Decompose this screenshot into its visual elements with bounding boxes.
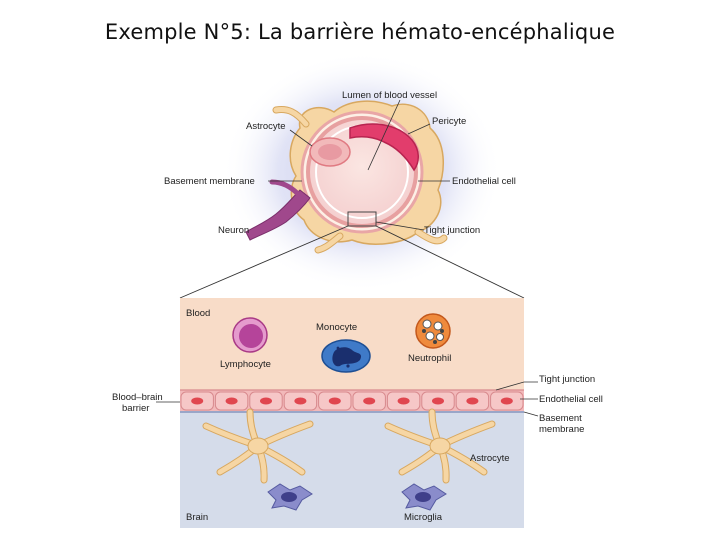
endothelial-nucleus [225,397,238,405]
lymphocyte-cell [232,317,268,353]
label-monocyte: Monocyte [316,322,357,333]
endothelial-nucleus [260,397,272,405]
endothelial-cells [180,391,524,411]
label-basement-membrane-top: Basement membrane [164,176,255,187]
label-endothelial-right: Endothelial cell [539,394,603,405]
endothelial-nucleus [397,397,410,405]
label-pericyte: Pericyte [432,116,466,127]
label-brain: Brain [186,512,208,523]
label-neuron: Neuron [218,225,249,236]
slide-title: Exemple N°5: La barrière hémato-encéphal… [104,20,616,44]
label-tight-junction-top: Tight junction [424,225,480,236]
microglia-left [267,483,313,511]
label-bbb-line2: barrier [122,403,149,414]
astrocyte-cell [384,408,496,484]
tight-junction-box [347,211,377,227]
neuron [245,189,311,241]
endothelial-nucleus [191,397,204,405]
endothelial-nucleus [363,397,376,405]
vessel-cross-section [222,52,502,292]
monocyte-cell [321,339,371,373]
label-astrocyte-top: Astrocyte [246,121,286,132]
label-basement-right-line1: Basement [539,413,582,424]
top-labels: Lumen of blood vessel Astrocyte Pericyte… [164,90,516,236]
endothelial-nucleus [466,397,479,405]
zoom-lines [179,225,525,299]
endothelial-nucleus [500,397,513,405]
label-microglia: Microglia [404,512,443,523]
label-neutrophil: Neutrophil [408,353,451,364]
astrocyte-cell [202,408,314,484]
label-lumen: Lumen of blood vessel [342,90,437,101]
microglia-right [401,483,447,511]
neutrophil-cell [415,313,451,349]
endothelial-nucleus [432,397,444,405]
right-labels: Tight junction Endothelial cell Basement… [495,374,603,435]
label-basement-right-line2: membrane [539,424,584,435]
label-astrocyte-bottom: Astrocyte [470,453,510,464]
pericyte [349,123,419,172]
endothelial-nucleus [294,397,307,405]
barrier-detail: Blood Monocyte Lymphocyte Neutrophil Ast… [112,298,524,528]
endothelial-nucleus [328,397,341,405]
label-tight-junction-right: Tight junction [539,374,595,385]
astrocytes [202,408,496,484]
label-bbb-line1: Blood–brain [112,392,163,403]
label-blood: Blood [186,308,210,319]
label-endothelial-top: Endothelial cell [452,176,516,187]
label-lymphocyte: Lymphocyte [220,359,271,370]
